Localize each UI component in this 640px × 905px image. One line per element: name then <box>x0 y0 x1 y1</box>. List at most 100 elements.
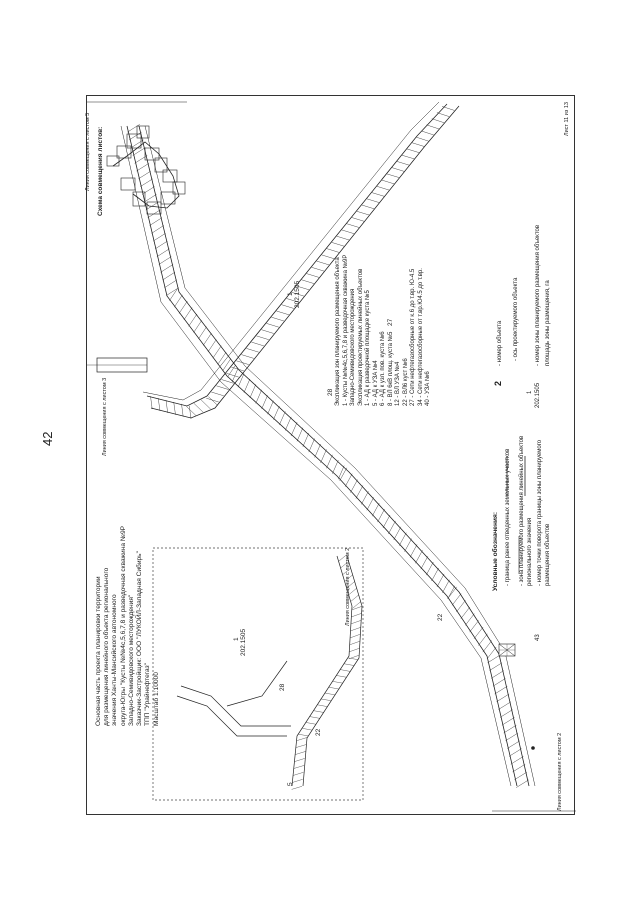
legend-swatches <box>498 456 535 750</box>
legend-item: - граница ранее отведенных земельных уча… <box>505 448 511 586</box>
hatch-line <box>489 662 503 671</box>
legend-item: - ось проектируемого объекта <box>513 277 519 361</box>
sheet-footer: Лист 11 из 13 <box>564 102 570 136</box>
hatch-line <box>261 395 268 409</box>
hatch-line <box>128 131 142 141</box>
hatch-line <box>346 581 355 589</box>
hatch-line <box>411 142 425 147</box>
explication-line: Западно-Семивидовского месторождения <box>350 288 356 406</box>
explication-line: 40 - УЗА №6 <box>425 371 431 406</box>
hatch-line <box>512 764 526 773</box>
sheet-link-label: Линия совмещения с листом 2 <box>345 547 351 626</box>
hatch-line <box>271 316 284 322</box>
hatch-line <box>487 654 501 663</box>
hatch-line <box>231 366 244 372</box>
hatch-line <box>338 554 347 562</box>
hatch-line <box>324 692 336 696</box>
explication-line: 1 - Кусты №№4с,5,6,7,8 и разведочная скв… <box>342 254 349 406</box>
hatch-line <box>311 267 325 272</box>
hatch-line <box>447 585 456 599</box>
sheet-link-label: Линия совмещения с листом 2 <box>557 732 563 811</box>
explication-line: 6 - АД к узл. пов. куста №6 <box>380 331 386 406</box>
zone-area: 202.1505 <box>294 280 301 308</box>
hatch-line <box>473 626 484 639</box>
hatch-line <box>351 613 362 618</box>
hatch-line <box>348 587 357 596</box>
hatch-line <box>169 288 178 301</box>
explication-line: 27 - Сети нефтегазосборные от к.6 до т.в… <box>410 268 416 406</box>
hatch-line <box>183 307 193 321</box>
object-label: 27 <box>387 318 394 326</box>
hatch-line <box>198 326 207 340</box>
hatch-line <box>134 155 148 164</box>
scheme-sheets <box>106 125 186 215</box>
hatch-line <box>320 698 332 701</box>
hatch-line <box>140 178 153 187</box>
hatch-line <box>255 389 262 404</box>
title-line: Масштаб 1:10000 <box>152 672 160 726</box>
hatch-line <box>361 204 375 210</box>
hatch-line <box>404 538 412 552</box>
hatch-line <box>338 465 345 480</box>
hatch-line <box>207 339 217 352</box>
hatch-line <box>173 401 176 415</box>
hatch-line <box>352 601 362 609</box>
legend-item: регионального значения <box>527 517 533 586</box>
hatch-line <box>420 556 429 570</box>
hatch-line <box>302 433 310 447</box>
legend-marker: 43 <box>535 634 541 641</box>
hatch-line <box>336 675 347 678</box>
hatch-line <box>157 398 161 411</box>
hatch-line <box>143 194 157 203</box>
hatch-line <box>516 779 529 788</box>
hatch-line <box>174 294 183 308</box>
corridor-hatch <box>127 124 529 788</box>
hatch-line <box>332 681 343 684</box>
hatch-line <box>377 508 385 523</box>
explication-line: 1 - АД к разведочной площадке куста №5 <box>365 290 371 406</box>
hatch-line <box>426 561 434 576</box>
hatch-line <box>351 606 363 611</box>
explication-line: 34 - Сети нефтегазосборные от т.вр.Ю4.5 … <box>417 268 424 406</box>
hatch-line <box>514 771 528 780</box>
hatch-line <box>507 740 520 749</box>
hatch-line <box>308 438 315 453</box>
hatch-line <box>227 364 236 378</box>
hatch-line <box>350 620 362 625</box>
hatch-line <box>284 416 292 431</box>
explication-line: Экспликация проектируемых линейных объек… <box>357 268 364 406</box>
hatch-line <box>292 779 303 783</box>
hatch-line <box>136 163 150 172</box>
hatch-line <box>393 526 402 540</box>
hatch-line <box>281 304 294 309</box>
hatch-line <box>350 634 361 639</box>
hatch-line <box>441 106 455 111</box>
explication-line: 8 - ВЛ 6кВ площ. куста №5 <box>387 331 394 406</box>
hatch-line <box>469 620 479 633</box>
hatch-line <box>431 567 439 582</box>
hatch-line <box>415 550 423 564</box>
hatch-line <box>130 139 144 148</box>
hatch-line <box>290 422 298 436</box>
title-line: Западно-Семивидовского месторождения" <box>127 594 135 726</box>
hatch-line <box>341 229 355 234</box>
hatch-line <box>486 646 497 659</box>
hatch-line <box>127 124 140 133</box>
hatch-line <box>246 348 259 353</box>
legend-marker: 1 <box>527 390 533 394</box>
hatch-line <box>151 225 165 234</box>
hatch-line <box>339 467 347 481</box>
hatch-line <box>347 657 359 660</box>
hatch-line <box>243 378 251 393</box>
hatch-line <box>505 732 519 741</box>
hatch-line <box>349 648 360 652</box>
hatch-line <box>376 186 390 191</box>
hatch-line <box>158 256 172 265</box>
hatch-line <box>351 217 365 222</box>
explication-line: 12 - ВЛ УЗА №4 <box>395 361 401 406</box>
hatch-line <box>276 310 289 316</box>
object-label: 22 <box>315 728 322 736</box>
hatch-line <box>160 264 174 273</box>
title-block: Основная часть проекта планировки террит… <box>95 526 161 726</box>
hatch-line <box>212 345 222 359</box>
